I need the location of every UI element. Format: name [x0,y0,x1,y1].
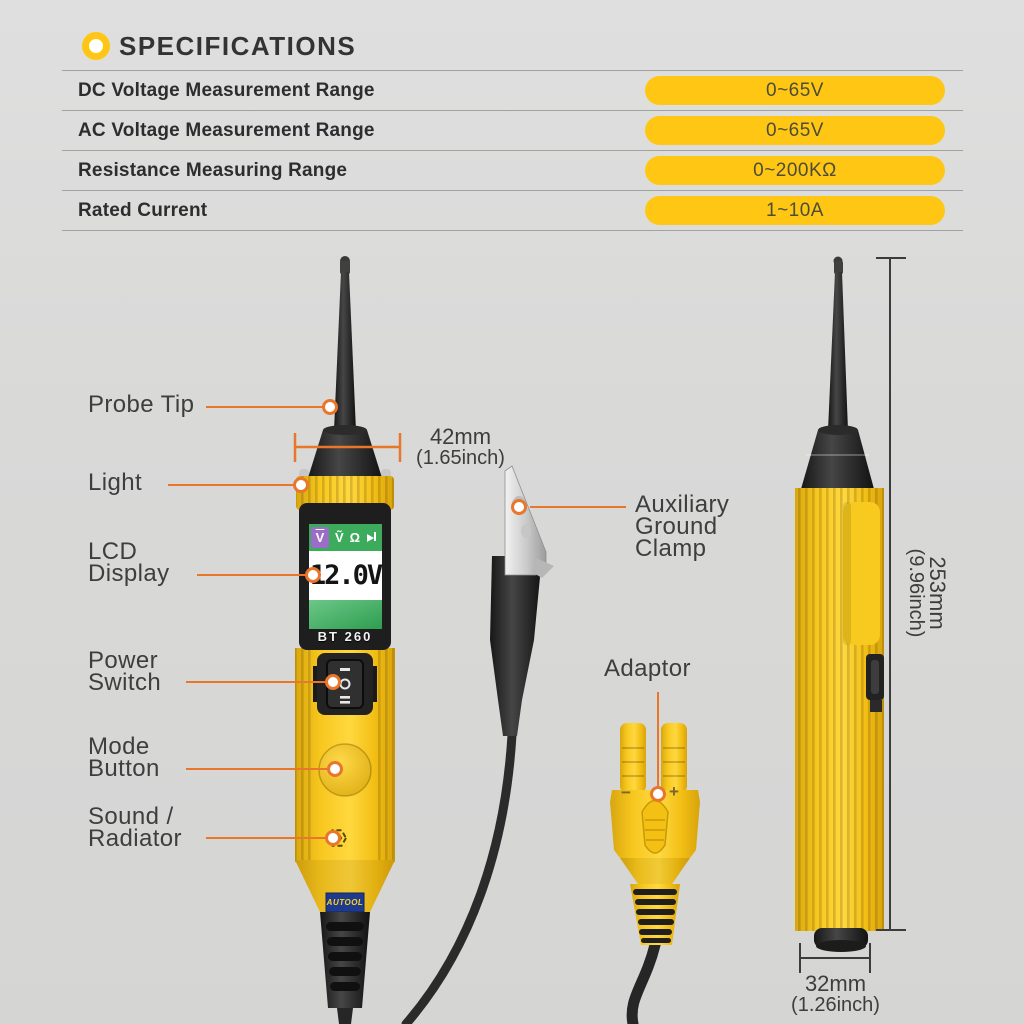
front-device [295,256,395,1024]
spec-label: DC Voltage Measurement Range [78,80,375,101]
dim-device-width: 32mm (1.26inch) [791,971,880,1016]
leader-dot [511,499,527,515]
leader-lcd-display [197,574,307,576]
section-bullet-icon [82,32,110,60]
probe-tip [334,272,356,431]
label-adaptor: Adaptor [604,655,691,682]
spec-row: Rated Current 1~10A [62,191,963,231]
label-power-switch: Power Switch [88,647,162,696]
leader-dot [325,830,341,846]
adaptor-prong-minus [620,723,646,793]
leader-mode-button [186,768,329,770]
spec-value-pill: 0~65V [645,76,945,105]
clamp-jaw [504,465,547,576]
spec-table: DC Voltage Measurement Range 0~65V AC Vo… [62,70,963,231]
adaptor-tongue [641,799,669,854]
spec-value-pill: 1~10A [645,196,945,225]
label-lcd-display: LCD Display [88,538,170,587]
spec-row: AC Voltage Measurement Range 0~65V [62,111,963,151]
adaptor-plus-mark: + [669,782,679,801]
spec-value-pill: 0~200KΩ [645,156,945,185]
spec-row: Resistance Measuring Range 0~200KΩ [62,151,963,191]
lcd-mode-iconbar: V Ṽ Ω [309,524,382,551]
leader-aux-ground-clamp [530,506,626,508]
ground-clamp [401,465,554,1024]
side-device [795,256,884,952]
ac-voltage-icon: Ṽ [334,530,344,545]
spec-value-pill: 0~65V [645,116,945,145]
main-cable [337,1008,353,1024]
brand-logo: AUTOOL [326,898,364,907]
dim-bottom-width-bracket [799,943,871,973]
leader-power-switch [186,681,327,683]
spec-label: Rated Current [78,200,208,221]
label-aux-ground-clamp: Auxiliary Ground Clamp [635,491,730,562]
label-sound-radiator: Sound / Radiator [88,803,182,852]
leader-dot [305,567,321,583]
leader-dot [293,477,309,493]
diode-icon [366,531,380,545]
leader-dot [325,674,341,690]
side-lcd-housing [843,502,880,645]
leader-probe-tip [206,406,324,408]
label-probe-tip: Probe Tip [88,391,195,418]
power-switch [313,653,377,715]
dim-probe-width-bracket [293,433,402,462]
leader-dot [327,761,343,777]
section-title: SPECIFICATIONS [119,31,357,61]
resistance-icon: Ω [349,530,361,545]
spec-label: Resistance Measuring Range [78,160,348,181]
probe-cone [307,430,383,481]
label-light: Light [88,469,143,496]
adaptor [610,723,700,1024]
dim-height-line [876,257,906,931]
adaptor-cable [626,939,661,1024]
mode-button [318,743,372,797]
adaptor-prong-plus [661,723,687,793]
leader-dot [650,786,666,802]
leader-sound-radiator [206,837,327,839]
leader-adaptor [657,692,659,787]
clamp-cable [401,730,517,1024]
lcd-reading: 12.0V [309,560,383,591]
dim-device-height: 253mm (9.96inch) [905,548,950,638]
dc-voltage-icon: V [311,527,329,548]
device-model-label: BT 260 [317,629,373,644]
spec-row: DC Voltage Measurement Range 0~65V [62,71,963,111]
label-mode-button: Mode Button [88,733,160,782]
adaptor-minus-mark: − [621,783,631,802]
leader-light [168,484,295,486]
leader-dot [322,399,338,415]
dim-probe-width: 42mm (1.65inch) [416,424,505,469]
spec-label: AC Voltage Measurement Range [78,120,375,141]
clamp-handle [490,556,542,736]
